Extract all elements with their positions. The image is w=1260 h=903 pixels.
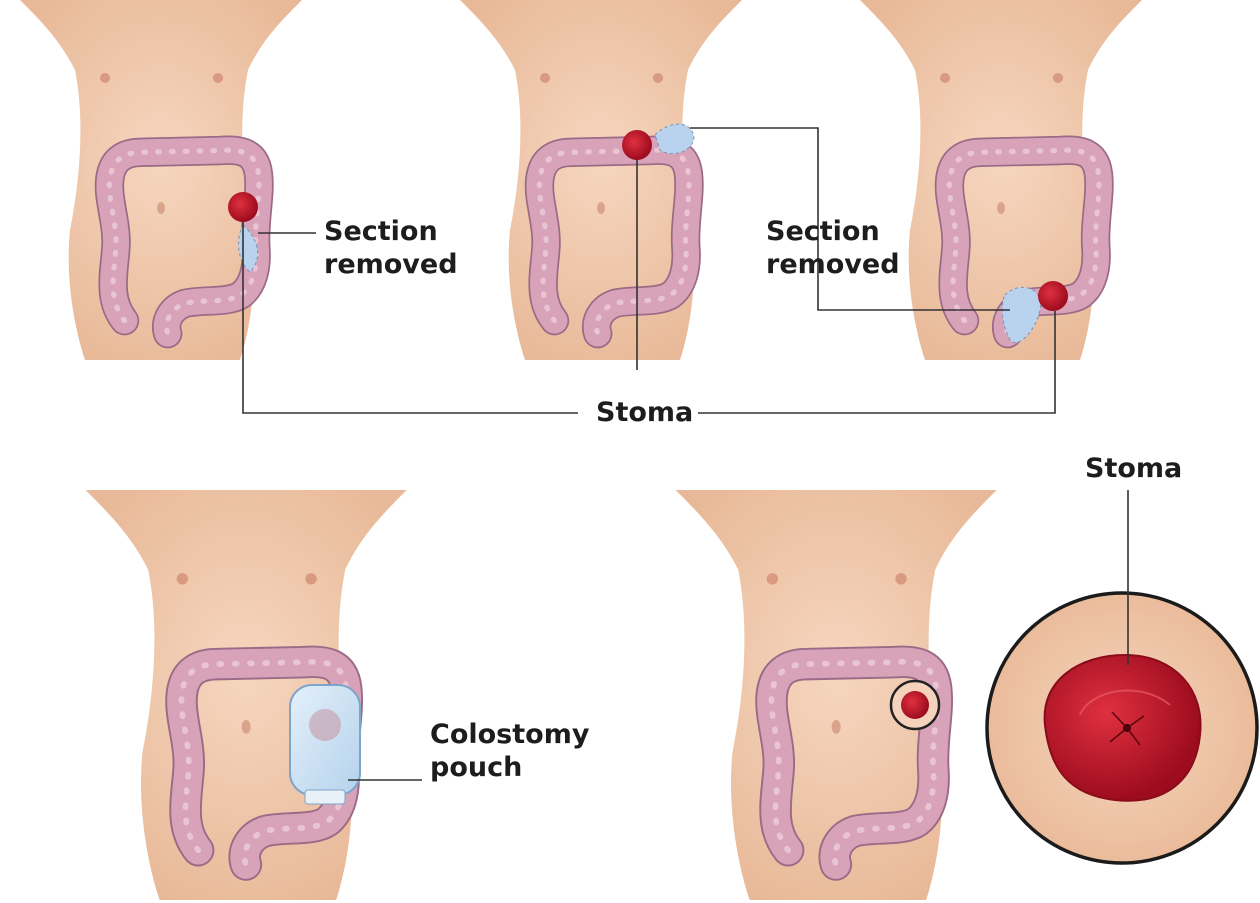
- stoma-1: [228, 192, 258, 222]
- stoma-5: [901, 691, 929, 719]
- label-stoma-shared: Stoma: [596, 396, 693, 429]
- panel-5-torso: [676, 490, 997, 900]
- label-colostomy-pouch: Colostomy pouch: [430, 718, 589, 784]
- label-section-removed-2: Section removed: [766, 215, 900, 281]
- stoma-zoom-inset: [987, 593, 1257, 863]
- label-stoma-zoom: Stoma: [1085, 452, 1182, 485]
- stoma-enlarged: [1045, 655, 1201, 801]
- panel-2-torso: [460, 0, 742, 360]
- panel-1-torso: [20, 0, 302, 360]
- panel-3-torso: [860, 0, 1142, 360]
- label-section-removed-1: Section removed: [324, 215, 458, 281]
- stoma-3: [1038, 281, 1068, 311]
- panel-4-torso: [86, 490, 407, 900]
- stoma-through-pouch: [309, 709, 341, 741]
- stoma-2: [622, 130, 652, 160]
